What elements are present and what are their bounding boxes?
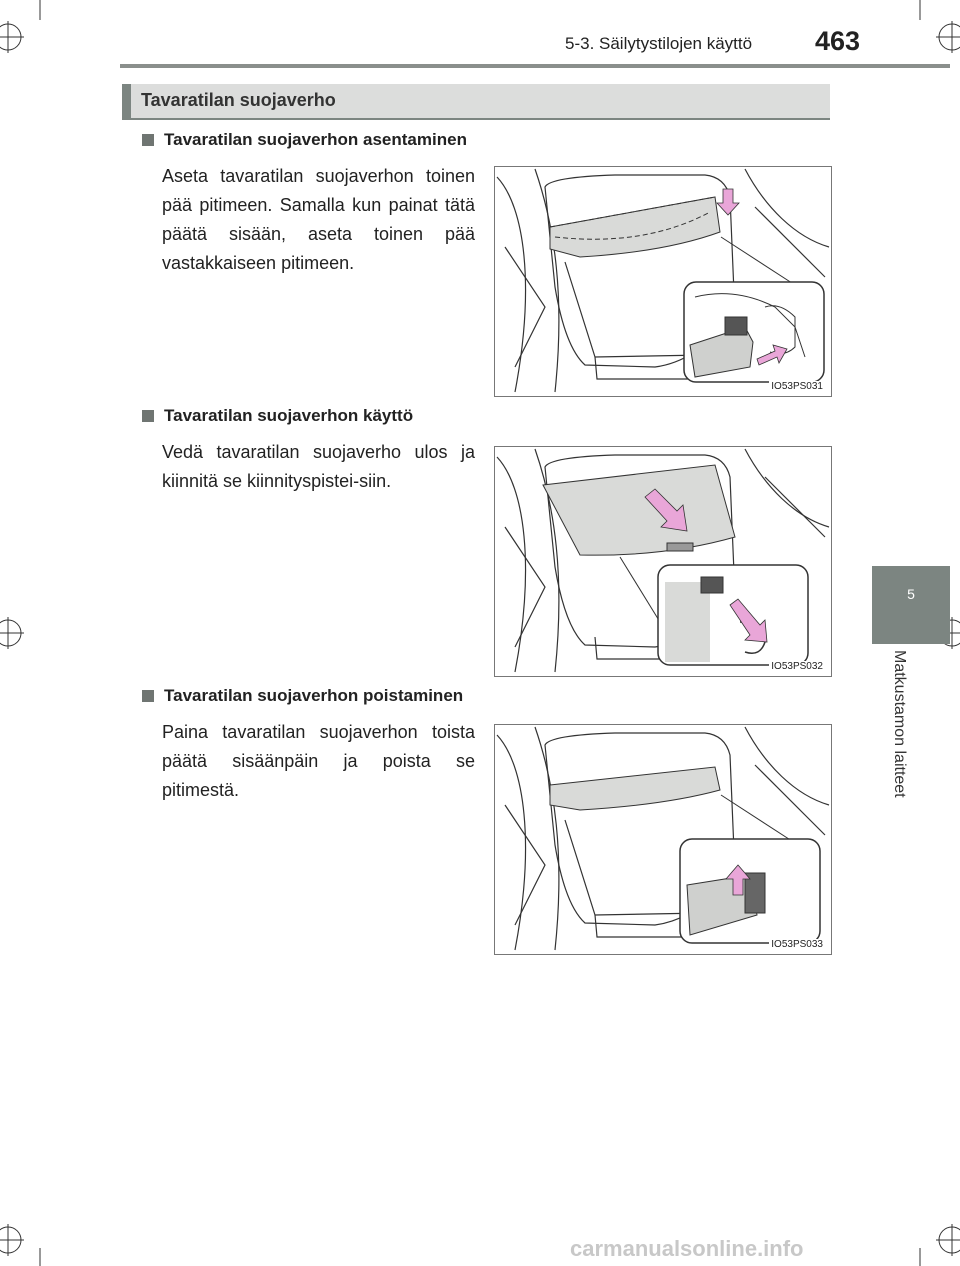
- square-bullet-icon: [142, 134, 154, 146]
- square-bullet-icon: [142, 690, 154, 702]
- item-heading: Tavaratilan suojaverhon asentaminen: [142, 130, 467, 150]
- header-section-title: 5-3. Säilytystilojen käyttö: [565, 34, 753, 53]
- item-paragraph: Paina tavaratilan suojaverhon toista pää…: [162, 722, 475, 800]
- item-paragraph: Vedä tavaratilan suojaverho ulos ja kiin…: [162, 442, 475, 491]
- watermark: carmanualsonline.info: [570, 1236, 804, 1261]
- trunk-illustration-remove: [496, 726, 830, 951]
- figure-install-cover: IO53PS031: [494, 166, 832, 397]
- item-heading-text: Tavaratilan suojaverhon poistaminen: [164, 686, 464, 705]
- square-bullet-icon: [142, 410, 154, 422]
- chapter-label-text: Matkustamon laitteet: [891, 650, 908, 798]
- item-heading-text: Tavaratilan suojaverhon käyttö: [164, 406, 414, 425]
- item-heading: Tavaratilan suojaverhon poistaminen: [142, 686, 463, 706]
- chapter-number: 5: [907, 586, 915, 602]
- chapter-label: Matkustamon laitteet: [888, 650, 914, 840]
- chapter-tab: 5: [872, 566, 950, 644]
- figure-code: IO53PS033: [769, 939, 825, 950]
- item-paragraph: Aseta tavaratilan suojaverhon toinen pää…: [162, 166, 475, 273]
- figure-use-cover: IO53PS032: [494, 446, 832, 677]
- item-heading: Tavaratilan suojaverhon käyttö: [142, 406, 413, 426]
- figure-code: IO53PS031: [769, 381, 825, 392]
- figure-remove-cover: IO53PS033: [494, 724, 832, 955]
- trunk-illustration-use: [496, 448, 830, 673]
- figure-code: IO53PS032: [769, 661, 825, 672]
- header-rule: [120, 64, 950, 68]
- section-title-accent: [122, 84, 131, 118]
- trunk-illustration-install: [496, 168, 830, 393]
- section-title: Tavaratilan suojaverho: [141, 90, 336, 110]
- item-heading-text: Tavaratilan suojaverhon asentaminen: [164, 130, 467, 149]
- page-number: 463: [815, 26, 861, 56]
- section-title-bar: Tavaratilan suojaverho: [122, 84, 830, 120]
